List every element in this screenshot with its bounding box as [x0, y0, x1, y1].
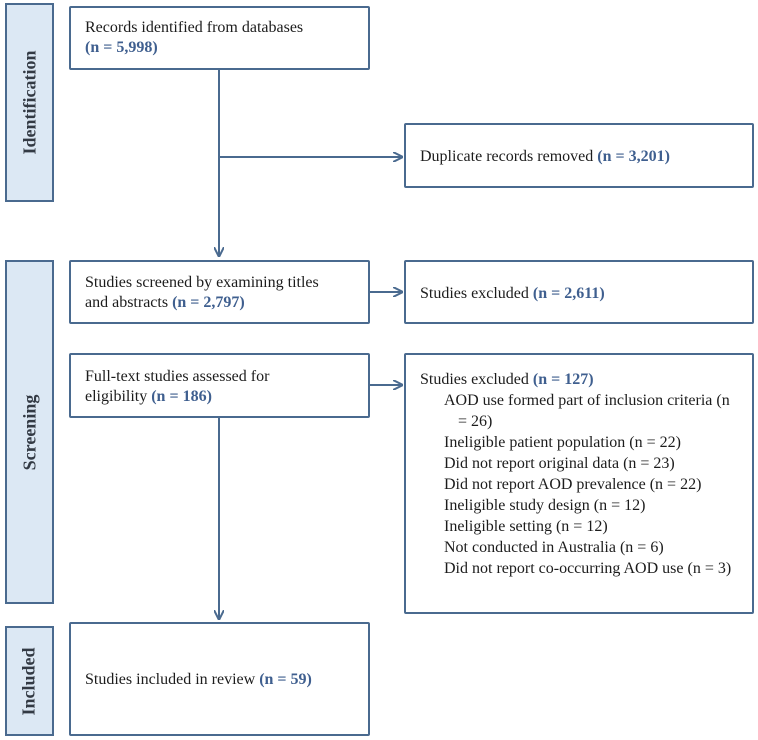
phase-included-label: Included	[19, 646, 39, 716]
screened-count: (n = 2,797)	[172, 294, 245, 311]
box-duplicates-removed: Duplicate records removed (n = 3,201)	[404, 123, 754, 188]
included-review-count: (n = 59)	[259, 671, 312, 688]
phase-screening: Screening	[5, 260, 54, 604]
box-screened: Studies screened by examining titles and…	[69, 260, 370, 324]
exclusion-reason: AOD use formed part of inclusion criteri…	[444, 392, 730, 430]
phase-identification-label: Identification	[19, 50, 40, 155]
included-review-text: Studies included in review	[85, 671, 256, 688]
full-text-line2: eligibility	[85, 388, 148, 405]
exclusion-reason: Not conducted in Australia (n = 6)	[444, 539, 664, 556]
phase-screening-label: Screening	[19, 394, 40, 470]
exclusion-reason: Did not report original data (n = 23)	[444, 455, 675, 472]
screened-text-line2: and abstracts	[85, 294, 169, 311]
box-excluded-screening: Studies excluded (n = 2,611)	[404, 260, 754, 324]
phase-included: Included	[5, 626, 54, 736]
excluded-screening-count: (n = 2,611)	[532, 285, 605, 302]
full-text-count: (n = 186)	[151, 388, 212, 405]
duplicates-removed-count: (n = 3,201)	[597, 148, 670, 165]
records-identified-text: Records identified from databases	[85, 19, 304, 36]
exclusion-reason: Did not report AOD prevalence (n = 22)	[444, 476, 702, 493]
duplicates-removed-text: Duplicate records removed	[420, 148, 594, 165]
exclusion-reason: Ineligible study design (n = 12)	[444, 497, 646, 514]
exclusion-reasons-list: AOD use formed part of inclusion criteri…	[420, 390, 738, 579]
exclusion-reason: Ineligible patient population (n = 22)	[444, 434, 681, 451]
box-records-identified: Records identified from databases (n = 5…	[69, 6, 370, 70]
excluded-full-text-count: (n = 127)	[532, 371, 594, 388]
exclusion-reason: Ineligible setting (n = 12)	[444, 518, 608, 535]
excluded-screening-text: Studies excluded	[420, 285, 529, 302]
box-included-review: Studies included in review (n = 59)	[69, 622, 370, 736]
full-text-line1: Full-text studies assessed for	[85, 368, 270, 385]
box-full-text: Full-text studies assessed for eligibili…	[69, 353, 370, 418]
phase-identification: Identification	[5, 3, 54, 202]
records-identified-count: (n = 5,998)	[85, 39, 158, 56]
box-excluded-full-text: Studies excluded (n = 127) AOD use forme…	[404, 353, 754, 614]
exclusion-reason: Did not report co-occurring AOD use (n =…	[444, 560, 732, 577]
screened-text-line1: Studies screened by examining titles	[85, 274, 319, 291]
excluded-full-text-text: Studies excluded	[420, 371, 529, 388]
